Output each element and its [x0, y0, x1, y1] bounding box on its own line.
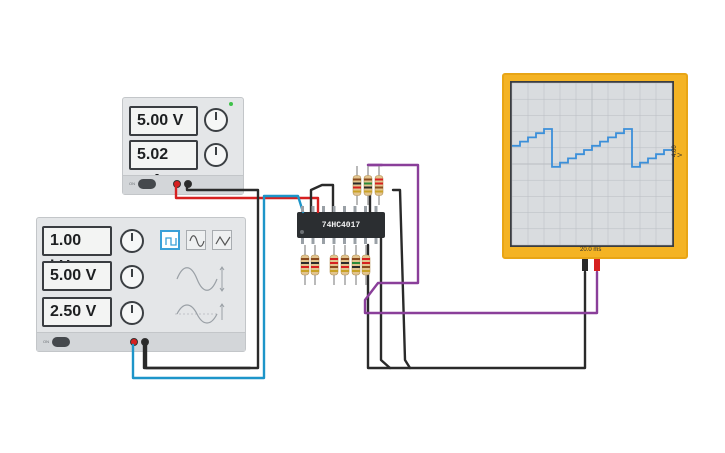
output-wire-2[interactable]	[391, 188, 412, 370]
resistor-bottom-5-band	[362, 270, 370, 272]
chip-pin-bottom[interactable]	[332, 238, 336, 244]
function-generator-power-switch[interactable]	[52, 337, 70, 347]
chip-pin-bottom[interactable]	[301, 238, 304, 244]
chip-pin-top[interactable]	[332, 206, 336, 212]
resistor-bottom-1-band	[301, 266, 309, 268]
gnd-wire-scope[interactable]	[366, 243, 587, 370]
scope-probe-negative[interactable]	[582, 259, 588, 271]
voltage-knob[interactable]	[204, 108, 228, 132]
chip-part-number: 74HC4017	[321, 221, 361, 230]
offset-sine-graphic	[175, 303, 225, 324]
time-per-div-label: 20.0 ms	[580, 247, 602, 253]
resistor-bottom-1-band	[301, 270, 309, 272]
resistor-bottom-4-band	[352, 262, 360, 264]
oscilloscope-grid	[511, 82, 673, 246]
resistor-top-1-band	[353, 190, 361, 193]
resistor-top-3-band	[375, 186, 383, 189]
ic-chip[interactable]: 74HC4017	[297, 212, 385, 238]
vcc-wire[interactable]	[174, 181, 320, 214]
resistor-bottom-4-band	[352, 258, 360, 260]
chip-pin-top[interactable]	[322, 206, 325, 212]
output-wire-1[interactable]	[379, 236, 392, 370]
resistor-bottom-5-band	[362, 258, 370, 260]
chip-pin-bottom[interactable]	[374, 238, 378, 244]
amplitude-sine-graphic	[176, 266, 225, 292]
chip-pin-bottom[interactable]	[353, 238, 357, 244]
resistor-bottom-1-band	[301, 262, 309, 264]
resistor-top-2-band	[364, 182, 372, 185]
dc-offset-display: 2.50 V	[42, 297, 112, 327]
amplitude-display: 5.00 V	[42, 261, 112, 291]
gnd-wire-supply[interactable]	[144, 181, 260, 370]
function-generator-on-label: ON	[43, 339, 49, 344]
resistor-top-2-band	[364, 186, 372, 189]
chip-pin-bottom[interactable]	[311, 238, 315, 244]
resistor-bottom-6-band	[311, 266, 319, 268]
oscilloscope-screen	[510, 81, 674, 247]
triangle-wave-icon	[215, 235, 231, 247]
resistor-bottom-3-band	[341, 262, 349, 264]
square-wave-icon	[165, 237, 177, 246]
resistor-bottom-1-band	[301, 258, 309, 260]
chip-pin-bottom[interactable]	[322, 238, 325, 244]
resistor-bottom-3-band	[341, 258, 349, 260]
chip-pin-top[interactable]	[343, 206, 346, 212]
resistor-bottom-6-band	[311, 258, 319, 260]
function-generator[interactable]: 1.00 kHz 5.00 V 2.50 V ON	[36, 217, 246, 352]
chip-pin-top[interactable]	[301, 206, 304, 212]
resistor-bottom-3-band	[341, 266, 349, 268]
resistor-bottom-5-band	[362, 262, 370, 264]
resistor-top-3-band	[375, 178, 383, 181]
resistor-bottom-3-band	[341, 270, 349, 272]
dc-offset-knob[interactable]	[120, 301, 144, 325]
sine-wave-button[interactable]	[186, 230, 206, 250]
power-supply-power-switch[interactable]	[138, 179, 156, 189]
resistor-bottom-2-band	[330, 270, 338, 272]
resistor-bottom-2-band	[330, 266, 338, 268]
power-supply-on-label: ON	[129, 181, 135, 186]
scope-probe-positive[interactable]	[594, 259, 600, 271]
resistor-bottom-6-band	[311, 262, 319, 264]
resistor-top-1-band	[353, 182, 361, 185]
resistor-bottom-2-band	[330, 258, 338, 260]
square-wave-button[interactable]	[160, 230, 180, 250]
chip-pin-bottom[interactable]	[343, 238, 346, 244]
gnd-wire-chip[interactable]	[309, 183, 335, 214]
resistor-bottom-4-band	[352, 270, 360, 272]
sine-wave-icon	[189, 235, 205, 247]
resistor-bottom-6-band	[311, 270, 319, 272]
resistor-bottom-2-band	[330, 262, 338, 264]
chip-pin-top[interactable]	[364, 206, 367, 212]
chip-pin-bottom[interactable]	[364, 238, 367, 244]
chip-pin-top[interactable]	[353, 206, 357, 212]
current-knob[interactable]	[204, 143, 228, 167]
cv-indicator-light	[229, 102, 233, 106]
oscilloscope[interactable]: 20.0 ms 4.00 V	[502, 73, 688, 259]
dc-power-supply[interactable]: 5.00 V 5.02 mA ON	[122, 97, 244, 195]
amplitude-knob[interactable]	[120, 265, 144, 289]
resistor-top-3-band	[375, 190, 383, 193]
gnd-wire-generator[interactable]	[142, 343, 252, 370]
oscilloscope-trace	[512, 128, 672, 168]
clock-wire[interactable]	[131, 194, 305, 380]
resistor-bottom-4-band	[352, 266, 360, 268]
triangle-wave-button[interactable]	[212, 230, 232, 250]
scope-signal-wire[interactable]	[363, 163, 599, 315]
resistor-top-2-band	[364, 178, 372, 181]
chip-pin-top[interactable]	[374, 206, 378, 212]
resistor-top-2-band	[364, 190, 372, 193]
chip-notch	[300, 230, 304, 234]
chip-pin-top[interactable]	[311, 206, 315, 212]
resistor-bottom-5-band	[362, 266, 370, 268]
resistor-top-1-band	[353, 178, 361, 181]
frequency-knob[interactable]	[120, 229, 144, 253]
resistor-top-1-band	[353, 186, 361, 189]
resistor-top-3-band	[375, 182, 383, 185]
voltage-display: 5.00 V	[129, 106, 198, 136]
